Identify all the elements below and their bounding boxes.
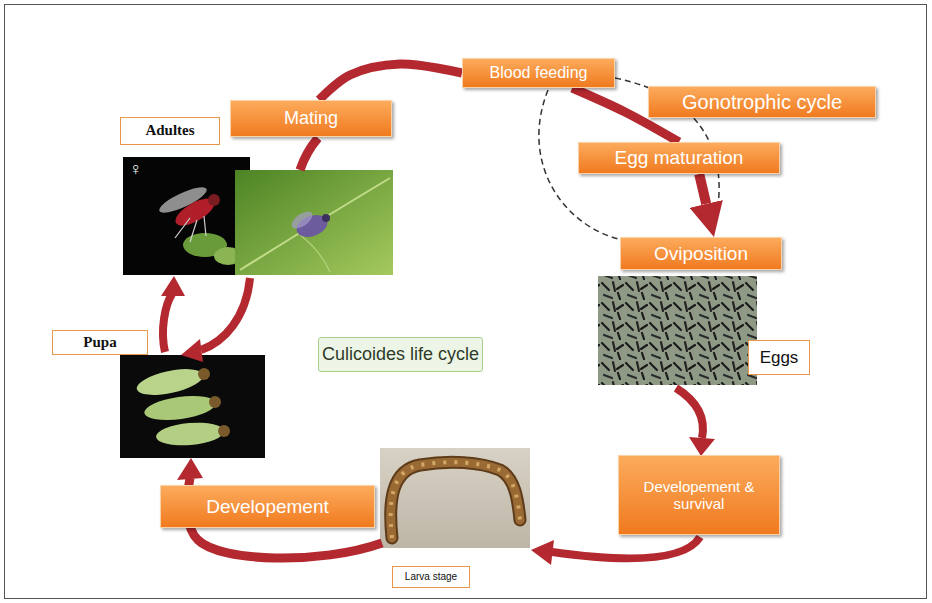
leaf-vein bbox=[300, 235, 330, 272]
pupa-figure bbox=[155, 420, 225, 448]
node-text: Developement & survival bbox=[625, 478, 773, 513]
midge-head bbox=[208, 194, 220, 206]
stage-box: Developement bbox=[160, 485, 375, 528]
midge-head bbox=[322, 214, 330, 222]
stage-label-box: Larva stage bbox=[392, 566, 470, 588]
cycle-arrow bbox=[300, 138, 318, 170]
arrow-head bbox=[177, 458, 203, 480]
eggs-texture bbox=[598, 276, 757, 385]
pupa-figure bbox=[143, 392, 217, 424]
node-text: Eggs bbox=[760, 348, 799, 368]
sex-symbol: ♀ bbox=[129, 160, 143, 178]
midge-leg bbox=[204, 216, 206, 236]
stage-box: Egg maturation bbox=[578, 142, 780, 174]
node-text: Culicoides life cycle bbox=[322, 344, 479, 365]
cycle-arrow bbox=[699, 174, 706, 204]
stage-box: Mating bbox=[230, 100, 392, 137]
midge-leg bbox=[190, 220, 197, 242]
stage-label-box: Eggs bbox=[748, 340, 810, 375]
cycle-arrow bbox=[163, 294, 172, 352]
node-text: Egg maturation bbox=[615, 147, 744, 169]
arrow-head bbox=[161, 276, 185, 296]
cycle-arrow bbox=[676, 388, 703, 438]
node-text: Adultes bbox=[145, 122, 194, 139]
arrow-head bbox=[689, 437, 715, 456]
midge-wing bbox=[289, 208, 316, 232]
cycle-arrow bbox=[552, 537, 700, 558]
leaf-vein bbox=[240, 178, 390, 270]
pupa-tip bbox=[198, 368, 210, 380]
center-title-box: Culicoides life cycle bbox=[318, 337, 483, 372]
pupa-tip bbox=[218, 425, 230, 437]
node-text: Larva stage bbox=[405, 571, 457, 583]
cycle-arrow bbox=[201, 278, 250, 350]
node-text: Mating bbox=[284, 108, 338, 129]
pupa-tip bbox=[209, 396, 221, 408]
midge-leg bbox=[175, 218, 190, 238]
larva-segments bbox=[391, 462, 520, 538]
arrow-head bbox=[531, 540, 554, 565]
stage-label-box: Pupa bbox=[52, 330, 148, 355]
node-text: Blood feeding bbox=[490, 64, 588, 82]
outer-frame bbox=[5, 5, 927, 599]
eggs-photo bbox=[598, 276, 757, 385]
larva-outline bbox=[391, 462, 520, 538]
larva-body bbox=[391, 462, 520, 538]
cycle-arrow bbox=[319, 64, 462, 100]
pupa-photo bbox=[120, 355, 265, 458]
stage-box: Developement & survival bbox=[618, 455, 780, 535]
stage-box: Blood feeding bbox=[462, 58, 615, 88]
arrow-head bbox=[181, 339, 203, 362]
adult-photo bbox=[123, 157, 250, 275]
stage-box: Oviposition bbox=[620, 237, 782, 270]
node-text: Pupa bbox=[83, 334, 116, 351]
node-text: Gonotrophic cycle bbox=[682, 91, 842, 114]
cycle-box: Gonotrophic cycle bbox=[648, 86, 876, 118]
stage-label-box: Adultes bbox=[120, 117, 220, 145]
node-text: Oviposition bbox=[654, 243, 748, 265]
node-text: Developement bbox=[206, 496, 329, 518]
leaf-photo bbox=[235, 170, 393, 275]
pupa-figure bbox=[134, 364, 205, 400]
larva-photo bbox=[380, 448, 530, 548]
